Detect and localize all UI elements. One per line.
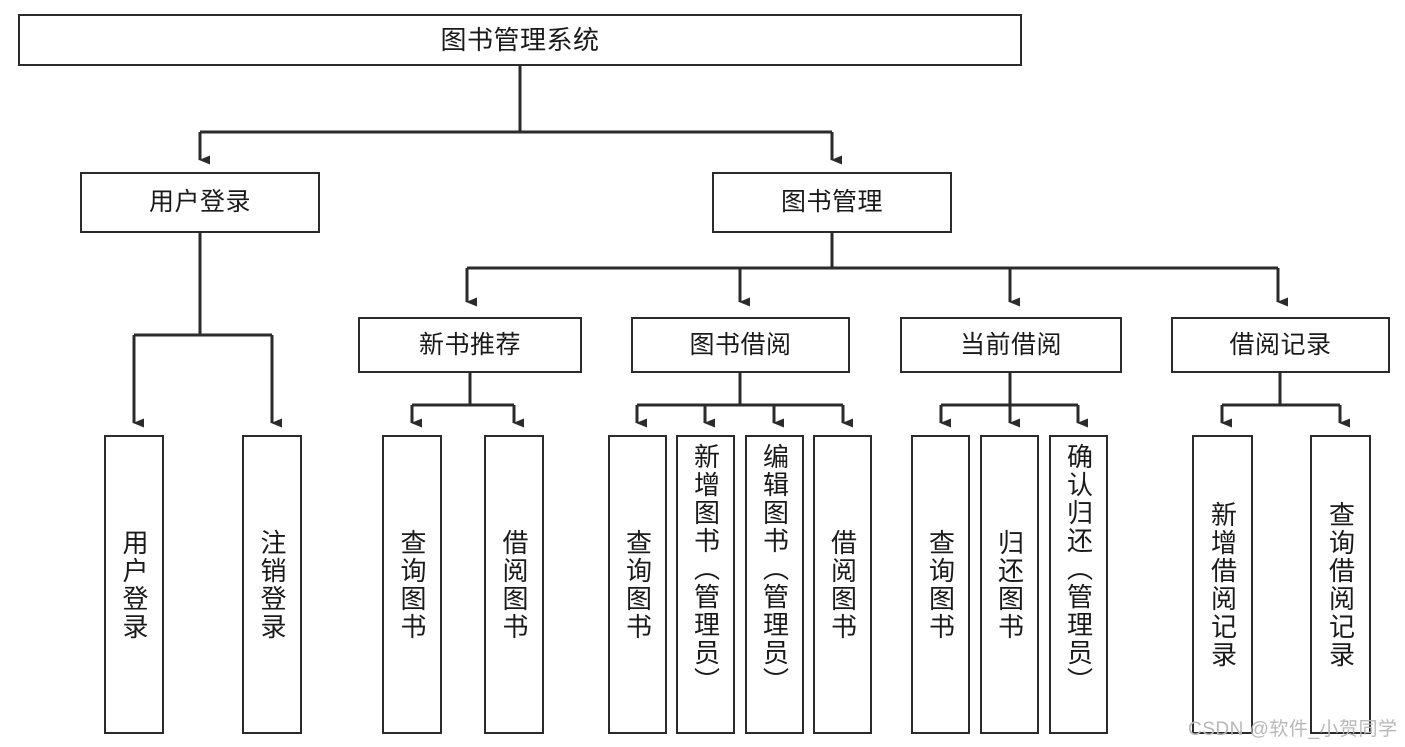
node-leaf-query-book-1-label: 查询图书: [397, 528, 428, 641]
node-borrow-record-label: 借阅记录: [1229, 330, 1332, 359]
node-leaf-user-logout[interactable]: 注销登录: [242, 435, 302, 734]
node-leaf-query-book-2-label: 查询图书: [622, 528, 653, 641]
node-leaf-borrow-book-1[interactable]: 借阅图书: [484, 435, 544, 734]
node-leaf-query-book-3-label: 查询图书: [925, 528, 956, 641]
node-book-management[interactable]: 图书管理: [712, 172, 952, 233]
node-leaf-user-logout-label: 注销登录: [257, 528, 288, 641]
node-current-borrow[interactable]: 当前借阅: [900, 317, 1122, 373]
node-leaf-borrow-book-1-label: 借阅图书: [499, 528, 530, 641]
node-book-borrow[interactable]: 图书借阅: [631, 317, 850, 373]
node-borrow-record[interactable]: 借阅记录: [1171, 317, 1390, 373]
node-new-book-recommend-label: 新书推荐: [418, 330, 521, 359]
node-leaf-add-record-label: 新增借阅记录: [1207, 500, 1238, 669]
node-leaf-query-record[interactable]: 查询借阅记录: [1310, 435, 1371, 734]
node-leaf-query-book-3[interactable]: 查询图书: [911, 435, 970, 734]
node-leaf-add-record[interactable]: 新增借阅记录: [1192, 435, 1253, 734]
node-book-borrow-label: 图书借阅: [689, 330, 792, 359]
node-leaf-confirm-return-label: 确认归还（管理员）: [1063, 443, 1094, 695]
node-leaf-add-book-label: 新增图书（管理员）: [690, 443, 721, 695]
node-book-management-label: 图书管理: [780, 188, 883, 216]
node-leaf-borrow-book-2[interactable]: 借阅图书: [813, 435, 872, 734]
node-leaf-borrow-book-2-label: 借阅图书: [827, 528, 858, 641]
node-leaf-add-book[interactable]: 新增图书（管理员）: [676, 435, 735, 734]
node-leaf-query-book-2[interactable]: 查询图书: [608, 435, 667, 734]
node-user-login[interactable]: 用户登录: [80, 172, 320, 233]
node-leaf-edit-book[interactable]: 编辑图书（管理员）: [745, 435, 804, 734]
node-new-book-recommend[interactable]: 新书推荐: [358, 317, 582, 373]
node-leaf-confirm-return[interactable]: 确认归还（管理员）: [1049, 435, 1108, 734]
node-leaf-user-login[interactable]: 用户登录: [104, 435, 164, 734]
node-root[interactable]: 图书管理系统: [18, 14, 1022, 66]
node-leaf-return-book[interactable]: 归还图书: [980, 435, 1039, 734]
node-leaf-query-book-1[interactable]: 查询图书: [382, 435, 442, 734]
node-user-login-label: 用户登录: [148, 188, 251, 216]
node-leaf-query-record-label: 查询借阅记录: [1325, 500, 1356, 669]
node-leaf-user-login-label: 用户登录: [119, 528, 150, 641]
node-root-label: 图书管理系统: [440, 25, 600, 55]
node-leaf-edit-book-label: 编辑图书（管理员）: [759, 443, 790, 695]
node-current-borrow-label: 当前借阅: [959, 330, 1062, 359]
node-leaf-return-book-label: 归还图书: [994, 528, 1025, 641]
csdn-watermark: CSDN @软件_小贺同学: [1188, 719, 1398, 740]
